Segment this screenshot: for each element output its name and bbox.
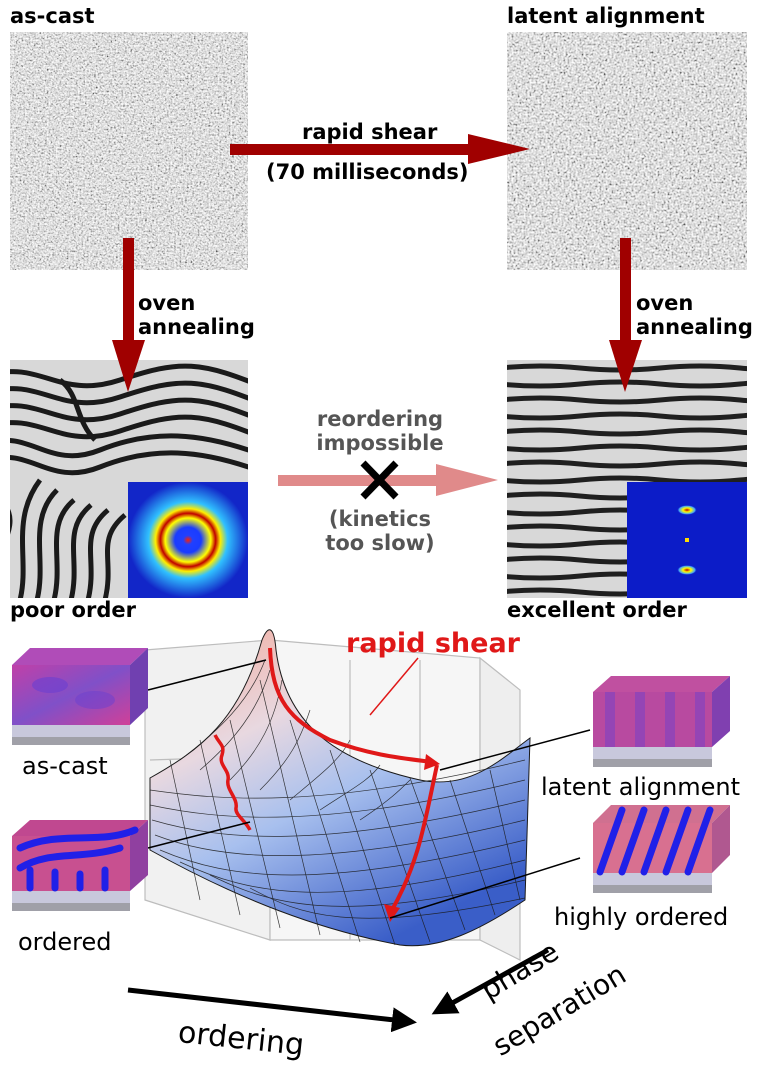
- label-kinetics: (kinetics: [328, 507, 432, 531]
- x-mark-icon: [360, 460, 399, 500]
- label-latent-alignment-state: latent alignment: [541, 773, 741, 801]
- label-ordered-state: ordered: [18, 928, 112, 956]
- micrograph-latent-alignment: [507, 32, 747, 270]
- label-reordering: reordering: [316, 407, 444, 431]
- label-oven-left-line2: annealing: [138, 315, 255, 339]
- label-too-slow: too slow): [325, 531, 435, 555]
- label-rapid-shear-line2: (70 milliseconds): [266, 160, 469, 184]
- arrow-rapid-shear: [230, 134, 530, 164]
- energy-landscape-surface: [149, 629, 531, 947]
- label-impossible: impossible: [316, 431, 444, 455]
- morphology-box-as-cast: [12, 648, 148, 745]
- label-poor-order: poor order: [10, 598, 136, 622]
- label-latent-alignment: latent alignment: [507, 4, 705, 28]
- label-as-cast: as-cast: [10, 4, 95, 28]
- label-rapid-shear-landscape: rapid shear: [346, 628, 520, 659]
- arrow-oven-right: [609, 238, 642, 392]
- label-oven-right-line1: oven: [636, 291, 694, 315]
- label-rapid-shear-line1: rapid shear: [302, 120, 438, 144]
- phase-separation-axis-arrow: [431, 947, 550, 1015]
- arrow-oven-left: [112, 238, 145, 392]
- morphology-box-latent: [593, 676, 730, 767]
- label-oven-right-line2: annealing: [636, 315, 753, 339]
- rapid-shear-leader: [369, 657, 419, 716]
- micrograph-as-cast: [10, 32, 248, 270]
- arrow-reordering-blocked: [278, 464, 498, 496]
- label-oven-left-line1: oven: [138, 291, 196, 315]
- label-as-cast-state: as-cast: [22, 752, 108, 780]
- ordering-axis-arrow: [127, 987, 417, 1033]
- label-highly-ordered-state: highly ordered: [554, 903, 729, 931]
- leader-lines: [147, 659, 591, 919]
- micrograph-poor-order: [10, 360, 248, 598]
- micrograph-excellent-order: [507, 360, 747, 598]
- label-excellent-order: excellent order: [507, 598, 687, 622]
- rapid-shear-path: [213, 647, 440, 922]
- morphology-box-ordered: [12, 820, 148, 911]
- morphology-box-highly-ordered: [593, 805, 730, 893]
- fft-inset-ring: [128, 482, 248, 598]
